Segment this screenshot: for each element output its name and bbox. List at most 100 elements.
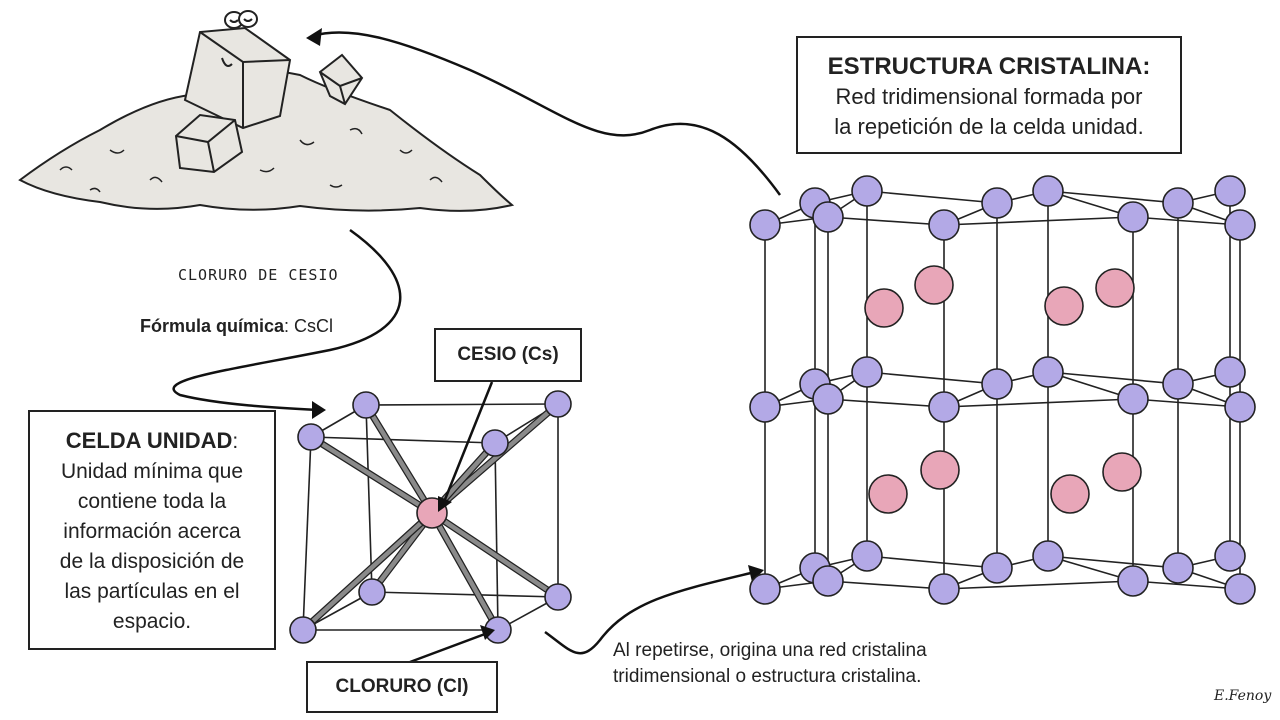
lattice-chloride-atom — [1032, 540, 1064, 572]
lattice-front-bar — [943, 580, 1134, 590]
pointer-cesio — [442, 381, 494, 503]
cell-bond — [363, 402, 435, 516]
lattice-front-bar — [943, 216, 1134, 226]
cell-chloride-atom — [481, 429, 509, 457]
crystal-lattice-diagram — [749, 175, 1256, 605]
arrow-cell-to-lattice — [544, 570, 756, 655]
lattice-chloride-atom — [1214, 175, 1246, 207]
lattice-chloride-atom — [812, 565, 844, 597]
cell-edge — [310, 436, 496, 444]
lattice-chloride-atom — [981, 187, 1013, 219]
lattice-chloride-atom — [928, 391, 960, 423]
arrow-head-salt — [306, 28, 322, 46]
cell-chloride-atom — [289, 616, 317, 644]
lattice-chloride-atom — [851, 175, 883, 207]
cell-edge — [365, 403, 559, 406]
lattice-chloride-atom — [1032, 175, 1064, 207]
unit-cell-diagram — [289, 390, 572, 644]
lattice-front-bar — [827, 580, 945, 590]
lattice-chloride-atom — [851, 356, 883, 388]
cell-bond — [429, 510, 501, 633]
lattice-cesium-atom — [1102, 452, 1142, 492]
lattice-cesium-atom — [1095, 268, 1135, 308]
unit-cell-title: CELDA UNIDAD — [65, 428, 233, 453]
salt-pile-texture — [59, 127, 443, 193]
lattice-chloride-atom — [1162, 368, 1194, 400]
formula-label: Fórmula química — [140, 316, 285, 336]
lattice-cesium-atom — [914, 265, 954, 305]
arrow-caption-to-cell — [172, 228, 402, 412]
cell-edge — [494, 442, 499, 631]
lattice-front-bar — [1132, 216, 1241, 226]
lattice-back-bar — [866, 555, 998, 569]
crystal-structure-line-2: la repetición de la celda unidad. — [834, 114, 1144, 139]
lattice-front-bar — [827, 398, 945, 408]
salt-crystal-small — [174, 113, 244, 174]
lattice-chloride-atom — [981, 552, 1013, 584]
lattice-front-bar — [1132, 580, 1241, 590]
pointer-cloruro — [409, 632, 486, 664]
lattice-chloride-atom — [1117, 201, 1149, 233]
repeat-note-line-2: tridimensional o estructura cristalina. — [613, 666, 922, 687]
cell-edge — [302, 436, 312, 631]
chloride-label-box: CLORURO (Cl) — [306, 661, 498, 713]
lattice-chloride-atom — [749, 573, 781, 605]
lattice-chloride-atom — [981, 368, 1013, 400]
unit-cell-line-4: de la disposición de — [59, 550, 245, 573]
lattice-chloride-atom — [1162, 187, 1194, 219]
cell-edge — [365, 404, 373, 593]
lattice-chloride-atom — [1117, 383, 1149, 415]
lattice-back-bar — [1047, 190, 1179, 204]
cell-bond — [300, 510, 435, 633]
lattice-cesium-atom — [864, 288, 904, 328]
connector-arrows — [172, 28, 782, 655]
salt-pile-illustration — [18, 10, 515, 212]
lattice-chloride-atom — [812, 201, 844, 233]
lattice-chloride-atom — [749, 209, 781, 241]
lattice-chloride-atom — [812, 383, 844, 415]
lattice-chloride-atom — [1162, 552, 1194, 584]
lattice-cesium-atom — [1044, 286, 1084, 326]
lattice-chloride-atom — [749, 391, 781, 423]
author-signature: E.Fenoy — [1214, 688, 1272, 704]
lattice-cesium-atom — [1050, 474, 1090, 514]
formula-value: : CsCl — [284, 316, 334, 336]
lattice-back-bar — [1047, 371, 1179, 385]
unit-cell-line-6: espacio. — [112, 610, 192, 633]
lattice-chloride-atom — [928, 573, 960, 605]
lattice-chloride-atom — [1032, 356, 1064, 388]
lattice-front-bar — [1132, 398, 1241, 408]
lattice-back-bar — [866, 371, 998, 385]
lattice-back-bar — [866, 190, 998, 204]
salt-crystal-large — [183, 26, 292, 130]
unit-cell-box: CELDA UNIDAD: Unidad mínima que contiene… — [28, 410, 276, 650]
lattice-chloride-atom — [1214, 540, 1246, 572]
repeat-note: Al repetirse, origina una red cristalina… — [613, 638, 927, 690]
lattice-chloride-atom — [1117, 565, 1149, 597]
salt-crystal-face — [221, 10, 258, 67]
lattice-chloride-atom — [928, 209, 960, 241]
lattice-chloride-atom — [851, 540, 883, 572]
label-pointers — [409, 381, 495, 664]
unit-cell-line-1: Unidad mínima que — [60, 460, 244, 483]
salt-caption: CLORURO DE CESIO — [178, 266, 339, 284]
crystal-structure-box: ESTRUCTURA CRISTALINA: Red tridimensiona… — [796, 36, 1182, 154]
cell-chloride-atom — [297, 423, 325, 451]
unit-cell-line-5: las partículas en el — [64, 580, 240, 603]
chemical-formula: Fórmula química: CsCl — [140, 316, 333, 337]
lattice-cesium-atom — [868, 474, 908, 514]
cell-bond — [308, 434, 435, 516]
repeat-note-line-1: Al repetirse, origina una red cristalina — [613, 640, 927, 661]
cell-chloride-atom — [544, 583, 572, 611]
crystal-structure-line-1: Red tridimensional formada por — [835, 84, 1143, 109]
lattice-back-bar — [1047, 555, 1179, 569]
cesium-label-box: CESIO (Cs) — [434, 328, 582, 382]
arrow-lattice-to-salt — [311, 31, 782, 196]
salt-crystal-tiny — [318, 53, 364, 106]
cell-chloride-atom — [358, 578, 386, 606]
lattice-cesium-atom — [920, 450, 960, 490]
cell-edge — [371, 591, 559, 598]
arrow-head-lattice — [748, 565, 764, 582]
